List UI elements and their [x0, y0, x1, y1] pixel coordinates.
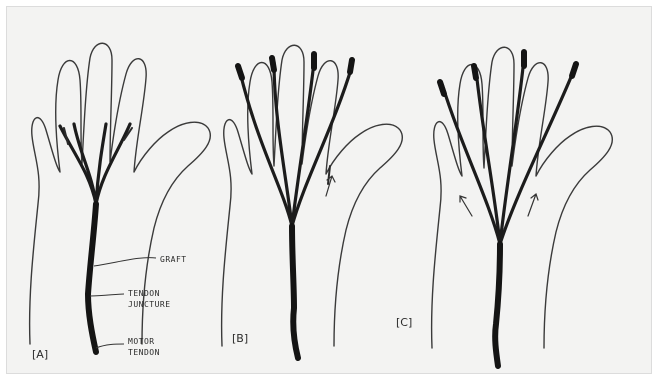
panel-a-label: [A]: [32, 348, 48, 361]
graft-label: GRAFT: [160, 255, 187, 264]
panel-b-label: [B]: [232, 332, 248, 345]
motor-tendon-label-line1: MOTOR: [128, 337, 155, 346]
panel-a-drawing: [30, 43, 211, 352]
motor-tendon-label-line2: TENDON: [128, 348, 160, 357]
panel-b-drawing: [222, 45, 403, 358]
panel-c-label: [C]: [396, 316, 412, 329]
panel-c-drawing: [432, 47, 613, 366]
tendon-juncture-label-line2: JUNCTURE: [128, 300, 171, 309]
tendon-juncture-label-line1: TENDON: [128, 289, 160, 298]
